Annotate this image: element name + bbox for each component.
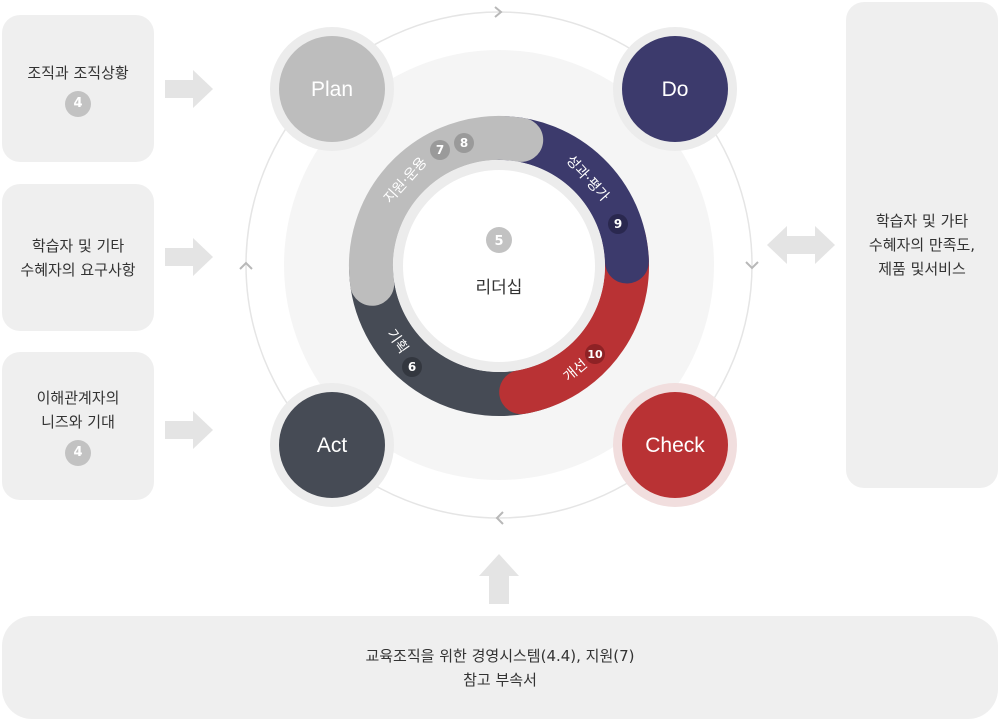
output-label: 학습자 및 가타 [875, 212, 969, 230]
center-badge-number: 5 [494, 234, 503, 249]
double-arrow-icon [767, 226, 835, 264]
chevron-down-icon [745, 261, 759, 270]
do-circle [622, 36, 728, 142]
input-box-stakeholders: 이해관계자의 니즈와 기대 4 [2, 352, 154, 500]
input-label: 조직과 조직상황 [27, 63, 129, 82]
output-label: 수혜자의 만족도, [868, 236, 976, 254]
performance-badge [608, 214, 628, 234]
input-label: 수혜자의 요구사항 [20, 260, 136, 279]
plan-circle [279, 36, 385, 142]
act-label: Act [317, 434, 348, 457]
plan-label: Plan [311, 78, 353, 101]
center-label: 리더십 [476, 278, 523, 298]
ring-segment-support [348, 116, 544, 306]
planning-num: 6 [408, 360, 416, 374]
clause-badge: 4 [65, 440, 91, 466]
output-label: 제품 및서비스 [878, 260, 966, 278]
right-arrow-icon [165, 70, 213, 108]
support-num-8: 8 [460, 136, 468, 150]
output-box-satisfaction: 학습자 및 가타 수혜자의 만족도, 제품 및서비스 [846, 2, 998, 488]
center-badge [486, 227, 512, 253]
planning-badge [402, 357, 422, 377]
right-arrow-icon [165, 411, 213, 449]
act-circle [279, 392, 385, 498]
chevron-left-icon [495, 511, 504, 525]
chevron-right-icon [494, 6, 503, 18]
center-disk [403, 170, 595, 362]
improvement-num: 10 [587, 348, 603, 361]
improvement-badge [585, 344, 605, 364]
do-label: Do [662, 78, 689, 101]
support-badge-7 [430, 140, 450, 160]
check-label: Check [645, 434, 705, 457]
clause-badge: 4 [65, 90, 91, 117]
bottom-label: 참고 부속서 [463, 670, 537, 689]
chevron-up-icon [239, 261, 253, 270]
support-num-7: 7 [436, 143, 444, 157]
input-label: 이해관계자의 [36, 389, 120, 407]
right-arrow-icon [165, 238, 213, 276]
performance-num: 9 [614, 217, 622, 231]
support-badge-8 [454, 133, 474, 153]
ring-segments [348, 116, 649, 417]
bottom-label: 교육조직을 위한 경영시스템(4.4), 지원(7) [365, 646, 635, 665]
check-circle [622, 392, 728, 498]
input-label: 학습자 및 기타 [31, 236, 125, 255]
input-label: 니즈와 기대 [41, 413, 115, 431]
outer-cycle-ring [245, 11, 753, 519]
input-box-organization: 조직과 조직상황 4 [2, 15, 154, 162]
input-box-requirements: 학습자 및 기타 수혜자의 요구사항 [2, 184, 154, 331]
up-arrow-icon [479, 554, 519, 604]
bottom-box-reference: 교육조직을 위한 경영시스템(4.4), 지원(7) 참고 부속서 [2, 616, 998, 719]
